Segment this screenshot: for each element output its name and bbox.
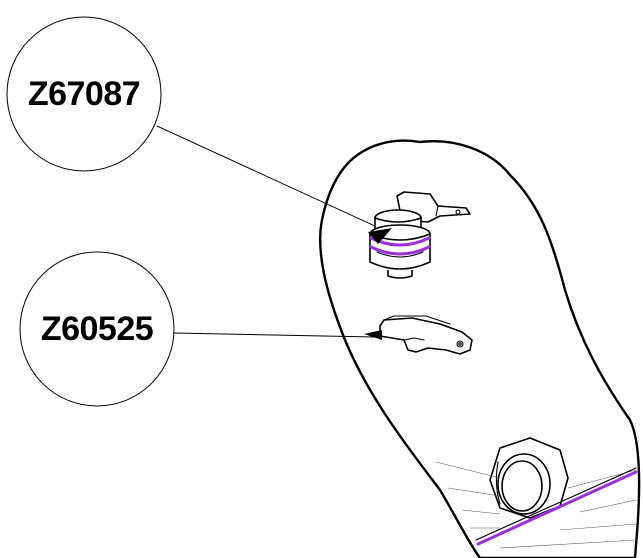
- hex-nut-assembly: [489, 437, 569, 519]
- leader-line-z60525: [173, 332, 375, 338]
- clip-part: [364, 315, 473, 355]
- callout-z67087-label: Z67087: [28, 75, 140, 113]
- callout-z60525-label: Z60525: [41, 310, 153, 348]
- leader-arrowhead-z67087: [368, 228, 392, 244]
- bushing-part: [368, 209, 431, 279]
- frame-accent-line: [476, 470, 638, 546]
- leader-line-z67087: [156, 125, 389, 233]
- leader-arrowhead-z60525: [364, 330, 382, 340]
- frame-rails: [435, 461, 638, 549]
- callout-z60525[interactable]: Z60525: [19, 251, 175, 407]
- callout-z67087[interactable]: Z67087: [6, 16, 162, 172]
- bushing-accent-band-lower: [369, 245, 431, 256]
- detail-view-outline: [319, 139, 641, 558]
